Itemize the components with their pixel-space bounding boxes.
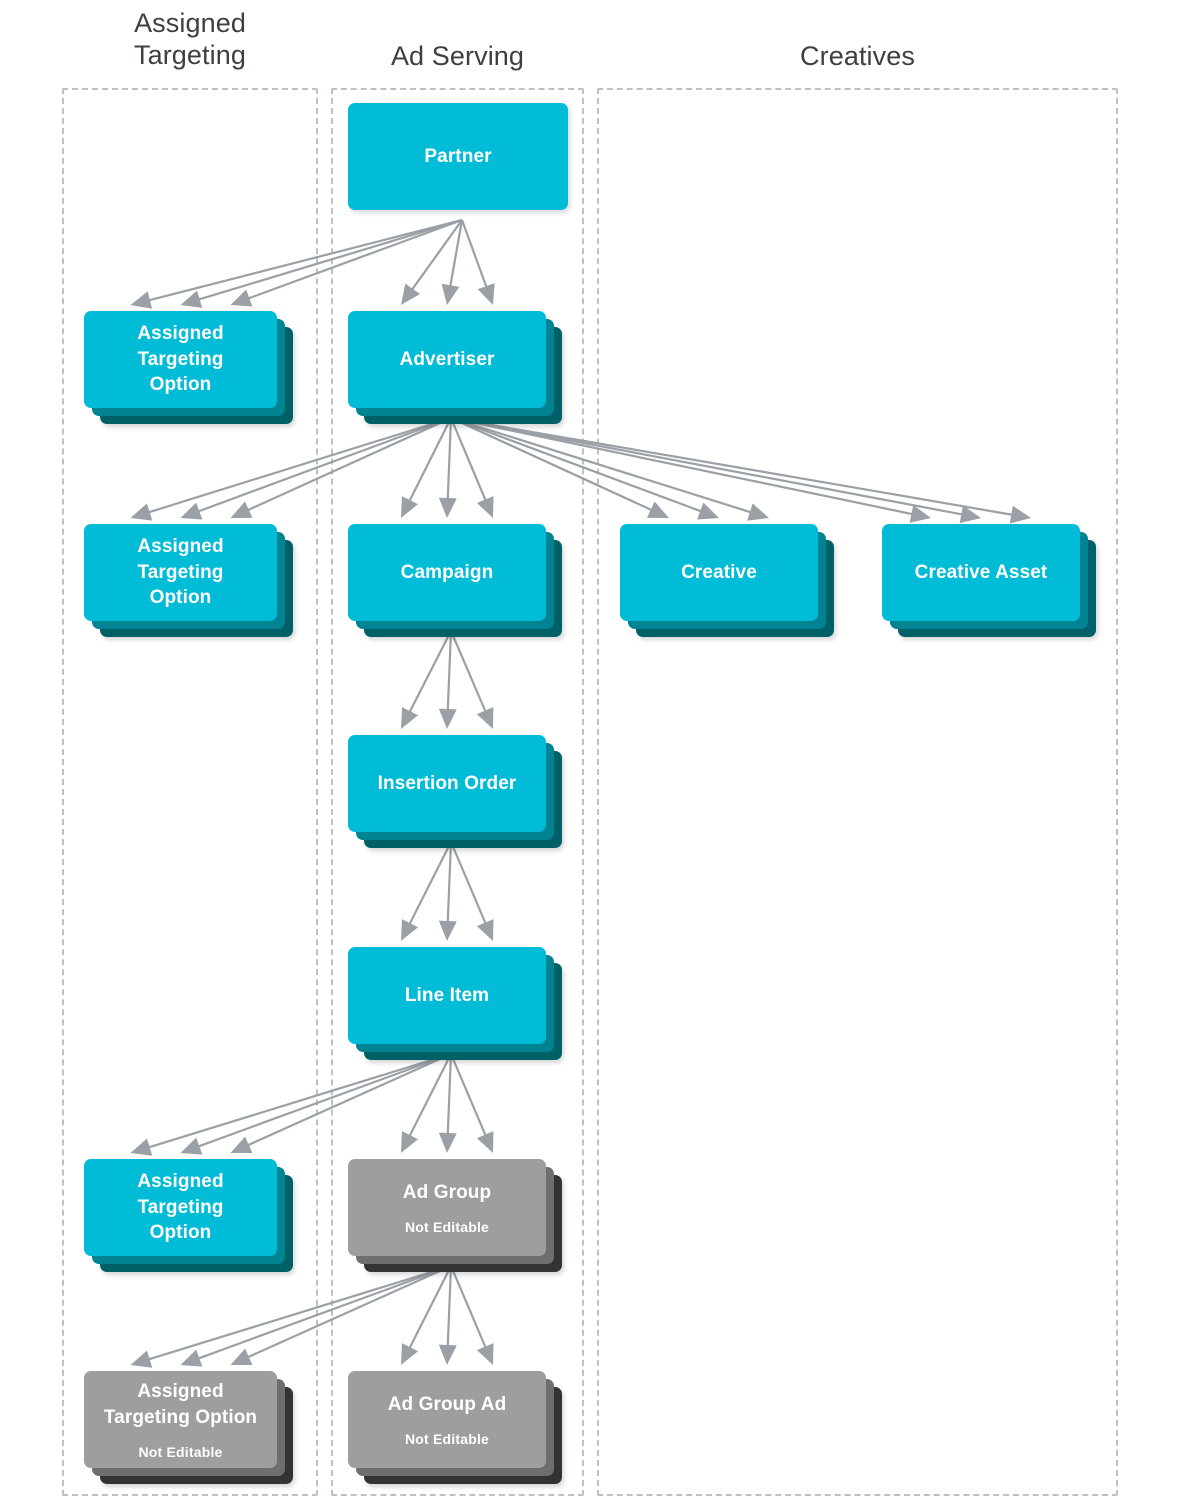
node-title-assigned-targeting-option-partner: Assigned Targeting Option <box>137 323 224 396</box>
node-advertiser[interactable]: Advertiser <box>348 311 564 426</box>
node-subtitle-assigned-targeting-option-ad-group: Not Editable <box>138 1444 223 1461</box>
column-boundary-creatives <box>597 88 1118 1496</box>
node-title-line-item: Line Item <box>404 984 490 1006</box>
node-subtitle-ad-group-ad: Not Editable <box>404 1431 490 1448</box>
node-subtitle-ad-group: Not Editable <box>404 1219 490 1236</box>
node-creative-asset[interactable]: Creative Asset <box>882 524 1098 639</box>
node-face-ad-group-ad[interactable]: Ad Group Ad Not Editable <box>348 1371 546 1468</box>
node-face-advertiser[interactable]: Advertiser <box>348 311 546 408</box>
node-face-line-item[interactable]: Line Item <box>348 947 546 1044</box>
node-title-creative: Creative <box>681 561 757 583</box>
node-title-insertion-order: Insertion Order <box>377 772 517 794</box>
node-face-campaign[interactable]: Campaign <box>348 524 546 621</box>
column-boundary-assigned-targeting <box>62 88 318 1496</box>
node-title-ad-group-ad: Ad Group Ad <box>387 1393 507 1415</box>
node-insertion-order[interactable]: Insertion Order <box>348 735 564 850</box>
node-title-assigned-targeting-option-advertiser: Assigned Targeting Option <box>137 536 224 609</box>
node-title-assigned-targeting-option-ad-group: Assigned Targeting Option <box>103 1380 258 1428</box>
node-face-creative[interactable]: Creative <box>620 524 818 621</box>
node-campaign[interactable]: Campaign <box>348 524 564 639</box>
node-line-item[interactable]: Line Item <box>348 947 564 1062</box>
node-title-ad-group: Ad Group <box>402 1181 492 1203</box>
node-partner[interactable]: Partner <box>348 103 586 228</box>
node-face-partner[interactable]: Partner <box>348 103 568 210</box>
node-face-assigned-targeting-option-line-item[interactable]: Assigned Targeting Option <box>84 1159 277 1256</box>
node-creative[interactable]: Creative <box>620 524 836 639</box>
node-assigned-targeting-option-partner[interactable]: Assigned Targeting Option <box>84 311 295 426</box>
node-face-insertion-order[interactable]: Insertion Order <box>348 735 546 832</box>
node-face-assigned-targeting-option-partner[interactable]: Assigned Targeting Option <box>84 311 277 408</box>
node-title-assigned-targeting-option-line-item: Assigned Targeting Option <box>137 1171 224 1244</box>
column-header-assigned-targeting: Assigned Targeting <box>134 8 246 70</box>
column-boundary-ad-serving <box>331 88 584 1496</box>
node-assigned-targeting-option-advertiser[interactable]: Assigned Targeting Option <box>84 524 295 639</box>
column-header-creatives: Creatives <box>800 41 915 71</box>
node-ad-group-ad[interactable]: Ad Group Ad Not Editable <box>348 1371 564 1486</box>
node-title-creative-asset: Creative Asset <box>914 561 1048 583</box>
node-title-campaign: Campaign <box>400 561 494 583</box>
node-face-assigned-targeting-option-advertiser[interactable]: Assigned Targeting Option <box>84 524 277 621</box>
node-title-partner: Partner <box>424 145 492 167</box>
node-face-creative-asset[interactable]: Creative Asset <box>882 524 1080 621</box>
node-assigned-targeting-option-line-item[interactable]: Assigned Targeting Option <box>84 1159 295 1274</box>
column-header-ad-serving: Ad Serving <box>390 41 525 71</box>
node-title-advertiser: Advertiser <box>399 348 495 370</box>
